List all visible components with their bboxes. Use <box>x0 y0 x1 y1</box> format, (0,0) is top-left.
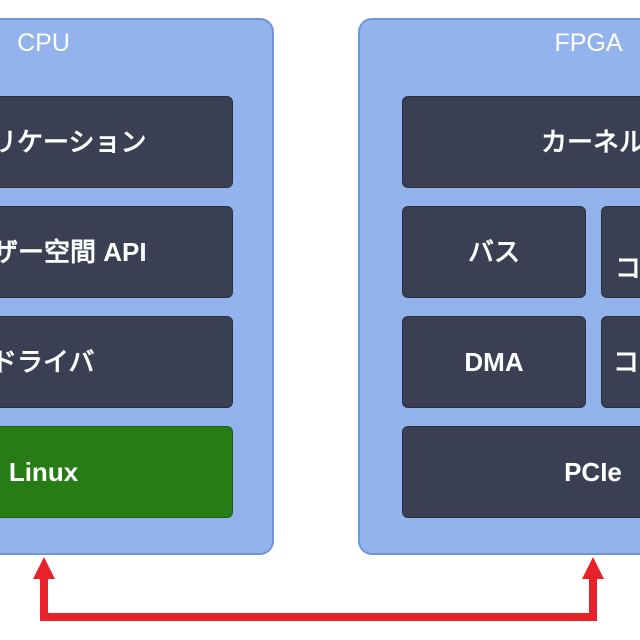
node-kernel: カーネル <box>402 96 640 188</box>
node-dma: DMA <box>402 316 586 408</box>
node-controller-lower: コ <box>601 316 640 408</box>
fpga-group-label: FPGA <box>554 29 623 57</box>
node-driver-label: ドライバ <box>0 347 95 377</box>
node-controller-upper-label: コ <box>615 253 640 283</box>
node-pcie: PCIe <box>402 426 640 518</box>
arrowhead-up-left-icon <box>33 557 55 579</box>
node-bus-label: バス <box>467 237 520 267</box>
node-application: リケーション <box>0 96 233 188</box>
node-driver: ドライバ <box>0 316 233 408</box>
node-userspace-api: ザー空間 API <box>0 206 233 298</box>
cpu-group: CPU リケーション ザー空間 API ドライバ Linux <box>0 18 274 555</box>
arrowhead-up-right-icon <box>582 557 604 579</box>
node-userspace-api-label: ザー空間 API <box>0 237 147 267</box>
node-controller-upper: コ <box>601 206 640 298</box>
fpga-group: FPGA カーネル バス コ DMA コ PCIe <box>358 18 640 555</box>
link-left-vertical-segment <box>40 575 48 621</box>
cpu-group-label: CPU <box>17 29 70 57</box>
link-horizontal-segment <box>40 613 597 621</box>
node-linux: Linux <box>0 426 233 518</box>
node-linux-label: Linux <box>8 457 79 487</box>
node-kernel-label: カーネル <box>540 127 640 157</box>
node-application-label: リケーション <box>0 127 147 157</box>
link-right-vertical-segment <box>589 575 597 621</box>
node-dma-label: DMA <box>464 347 524 377</box>
node-pcie-label: PCIe <box>564 457 622 487</box>
node-bus: バス <box>402 206 586 298</box>
node-controller-lower-label: コ <box>613 347 640 377</box>
